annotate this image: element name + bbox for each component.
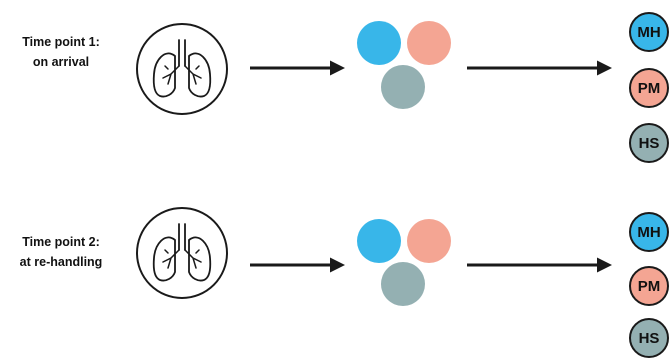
hs-badge: HS [629,123,669,163]
pm-badge: PM [629,68,669,108]
mh-badge: MH [629,212,669,252]
timepoint-label-line2: at re-handling [19,255,103,269]
arrow-to-pathogens [250,60,345,76]
pm-badge: PM [629,266,669,306]
pathogen-dot-slate [381,65,425,109]
mh-badge: MH [629,12,669,52]
timepoint-label-line1: Time point 1: [22,35,100,49]
arrow-to-results [467,257,612,273]
pathogen-dot-salmon [407,219,451,263]
arrow-to-pathogens [250,257,345,273]
lungs-icon [135,206,229,300]
timepoint-label-line2: on arrival [32,55,90,69]
pathogen-dot-slate [381,262,425,306]
pathogen-dot-blue [357,219,401,263]
timepoint-label-line1: Time point 2: [22,235,100,249]
pathogen-dot-blue [357,21,401,65]
timepoint-row-2: Time point 2: at re-handling MH PM HS [0,180,669,360]
arrow-to-results [467,60,612,76]
lungs-icon [135,22,229,116]
pathogen-dot-salmon [407,21,451,65]
timepoint-label-1: Time point 1: on arrival [0,32,122,72]
timepoint-row-1: Time point 1: on arrival MH PM HS [0,0,669,180]
timepoint-label-2: Time point 2: at re-handling [0,232,122,272]
hs-badge: HS [629,318,669,358]
